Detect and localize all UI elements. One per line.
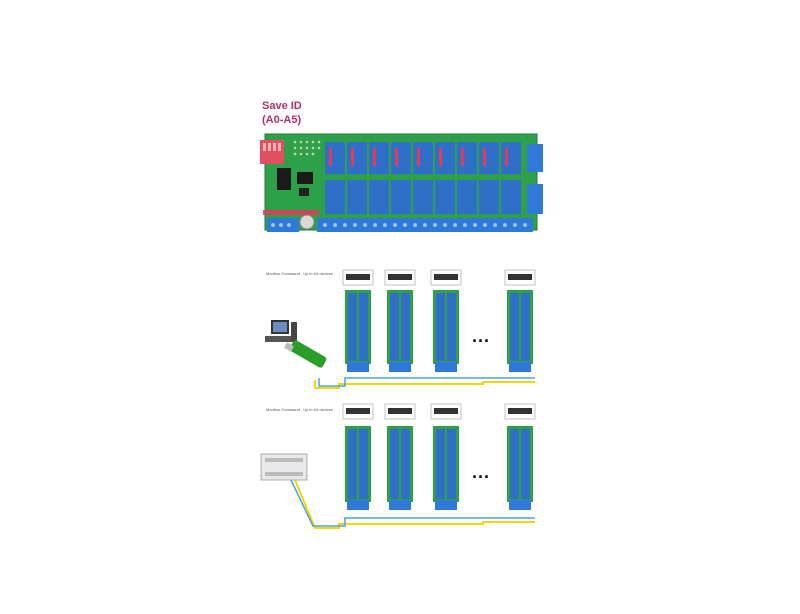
capacitor [299, 214, 315, 230]
row2-caption: Modbus Command , Up to 64 devices [266, 407, 333, 412]
row2-ellipsis: ... [472, 462, 491, 482]
relay-module-4 [504, 403, 536, 510]
row1-ellipsis: ... [472, 326, 491, 346]
relay-board-photo [260, 133, 543, 232]
relay-module-4 [504, 269, 536, 372]
usb-adapter-icon [284, 340, 327, 368]
desktop-computer-icon [265, 320, 297, 342]
relay-row-top [325, 142, 521, 174]
save-id-label-line1: Save ID [262, 100, 302, 112]
diagram-row-pc [265, 269, 536, 389]
row1-caption: Modbus Command , Up to 64 devices [266, 271, 333, 276]
relay-module-1 [342, 403, 374, 510]
ic-chip [297, 172, 313, 184]
relay-module-2 [384, 269, 416, 372]
relay-module-1 [342, 269, 374, 372]
save-id-label-line2: (A0-A5) [262, 114, 302, 126]
save-id-label: Save ID (A0-A5) [262, 99, 302, 127]
relay-module-2 [384, 403, 416, 510]
plc-icon [260, 453, 308, 481]
ic-chip [277, 168, 291, 190]
relay-module-3 [430, 269, 462, 372]
diagram-row-plc [260, 403, 536, 529]
relay-module-3 [430, 403, 462, 510]
relay-row-bottom [325, 180, 521, 214]
